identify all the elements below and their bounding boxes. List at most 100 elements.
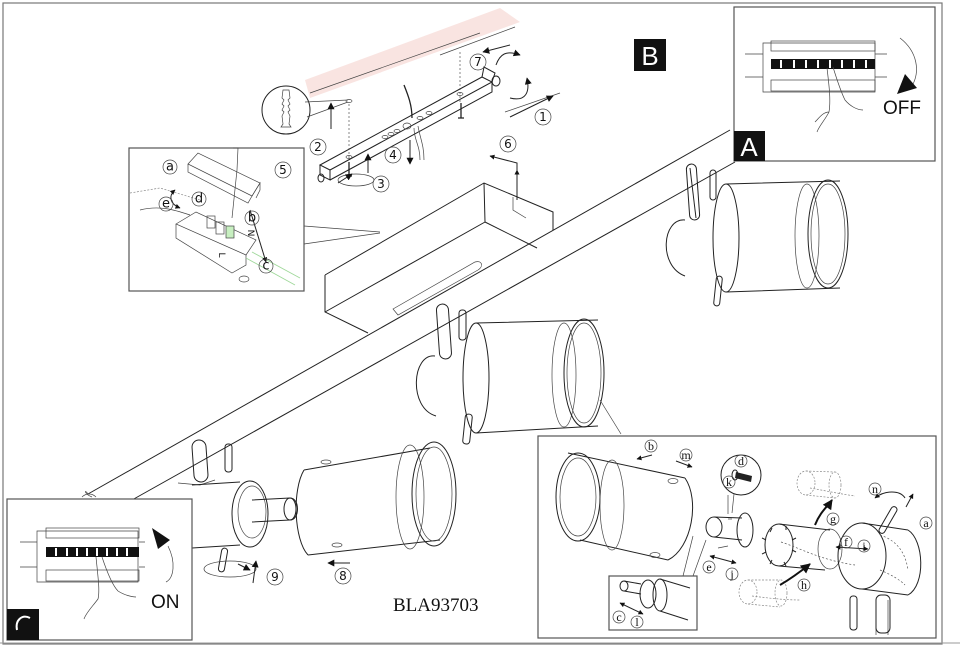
- svg-text:6: 6: [504, 137, 512, 151]
- svg-text:i: i: [862, 539, 866, 553]
- arrow-right-icon: [509, 95, 554, 118]
- detail5-letter-a: a: [162, 160, 178, 175]
- exploded-letter-i: i: [857, 539, 871, 553]
- exploded-letter-h: h: [797, 578, 811, 592]
- label-box-c: [7, 609, 39, 640]
- model-code: BLA93703: [393, 595, 479, 616]
- detail-exploded-spotlight: a b c d e f g h i j k l m n: [537, 399, 937, 639]
- page-border: [2, 2, 943, 645]
- ceiling-edge-right: [439, 26, 516, 56]
- step-number-6: 6: [499, 135, 517, 153]
- svg-text:n: n: [872, 482, 878, 496]
- spotlight-3-exploded: [177, 439, 457, 584]
- detail5-letter-e: e: [158, 197, 174, 212]
- hand-icon: [814, 66, 864, 133]
- svg-text:c: c: [262, 259, 269, 274]
- svg-text:8: 8: [339, 569, 347, 583]
- svg-text:2: 2: [314, 140, 322, 154]
- label-box-a: A: [734, 131, 765, 162]
- breaker-panel-icon: [20, 527, 145, 620]
- svg-text:d: d: [738, 454, 744, 468]
- spotlight-2: [415, 303, 605, 445]
- svg-text:b: b: [648, 439, 654, 453]
- arrow-up-icon: [152, 528, 170, 549]
- exploded-letter-l: l: [630, 615, 644, 629]
- svg-text:g: g: [830, 512, 836, 526]
- detail5-letter-c: c: [258, 259, 274, 274]
- exploded-letter-d: d: [734, 454, 748, 468]
- svg-text:e: e: [162, 197, 170, 212]
- exploded-letter-f: f: [839, 535, 853, 549]
- detail-step5-terminal-block: a b c d e 5 N L: [128, 147, 381, 292]
- exploded-letter-g: g: [826, 512, 840, 526]
- mounting-bracket: [317, 52, 501, 187]
- screwdriver-icon: [231, 147, 239, 219]
- ceiling-edge: [309, 32, 481, 94]
- exploded-letter-b: b: [644, 439, 658, 453]
- svg-text:A: A: [740, 132, 758, 162]
- terminal-mark-l: L: [216, 252, 226, 257]
- svg-text:l: l: [635, 615, 639, 629]
- wall-plug-callout: [261, 85, 353, 135]
- svg-text:5: 5: [279, 163, 287, 177]
- exploded-letter-c: c: [612, 610, 626, 624]
- on-label: ON: [151, 592, 180, 613]
- off-label: OFF: [883, 98, 921, 119]
- svg-text:c: c: [616, 610, 621, 624]
- svg-text:a: a: [923, 516, 929, 530]
- svg-text:4: 4: [389, 148, 397, 162]
- svg-text:f: f: [844, 535, 848, 549]
- step-number-8: 8: [334, 567, 352, 585]
- ceiling-edge-lower: [504, 92, 561, 113]
- arrow-icon: [489, 154, 518, 172]
- svg-text:k: k: [726, 475, 732, 489]
- svg-text:B: B: [641, 41, 658, 71]
- supply-wires: [413, 125, 425, 161]
- arrow-rotate-icon: [509, 77, 532, 100]
- svg-text:1: 1: [539, 110, 547, 124]
- step-number-2: 2: [309, 138, 327, 156]
- arrow-left-icon: [482, 44, 511, 54]
- svg-text:h: h: [801, 578, 807, 592]
- terminal-cover: [187, 152, 261, 204]
- svg-text:d: d: [195, 192, 203, 207]
- svg-text:b: b: [248, 211, 256, 226]
- breaker-panel-icon: [745, 40, 887, 133]
- svg-text:7: 7: [474, 55, 482, 69]
- exploded-letter-e: e: [702, 560, 716, 574]
- exploded-letter-a: a: [919, 516, 933, 530]
- exploded-letter-n: n: [868, 482, 882, 496]
- main-bar: [81, 129, 736, 501]
- exploded-letter-j: j: [725, 567, 739, 581]
- step-number-5: 5: [274, 161, 292, 179]
- panel-a-switch-off: OFF A: [733, 6, 936, 162]
- ceiling-mount-area: 1 2 3 4 6 7 B: [261, 8, 666, 200]
- inset-adapter-detail: [608, 535, 707, 631]
- step-number-9: 9: [266, 568, 284, 586]
- svg-text:a: a: [166, 160, 174, 175]
- supply-cable: [403, 84, 413, 119]
- spotlight-1: [665, 163, 849, 307]
- step-number-4: 4: [384, 146, 402, 164]
- arrow-down-icon: [897, 74, 917, 94]
- arrow-icon: [337, 173, 353, 184]
- label-box-b: B: [634, 39, 666, 71]
- svg-text:j: j: [729, 567, 733, 581]
- panel-c-switch-on: ON: [6, 498, 193, 641]
- svg-text:e: e: [706, 560, 711, 574]
- detail5-letter-d: d: [191, 192, 207, 207]
- terminal-mark-n: N: [245, 230, 255, 237]
- step-number-1: 1: [534, 108, 552, 126]
- step-number-3: 3: [372, 175, 390, 193]
- exploded-letter-m: m: [679, 448, 693, 462]
- step-number-7: 7: [469, 53, 487, 71]
- svg-text:9: 9: [271, 570, 279, 584]
- ghost-holder-top: [796, 470, 856, 499]
- wire-e: [139, 207, 191, 216]
- svg-text:m: m: [681, 448, 691, 462]
- step-arrows: [327, 44, 554, 200]
- hand-icon: [83, 556, 137, 620]
- screw-icon: [458, 103, 464, 119]
- wall-plug-icon: [280, 89, 292, 128]
